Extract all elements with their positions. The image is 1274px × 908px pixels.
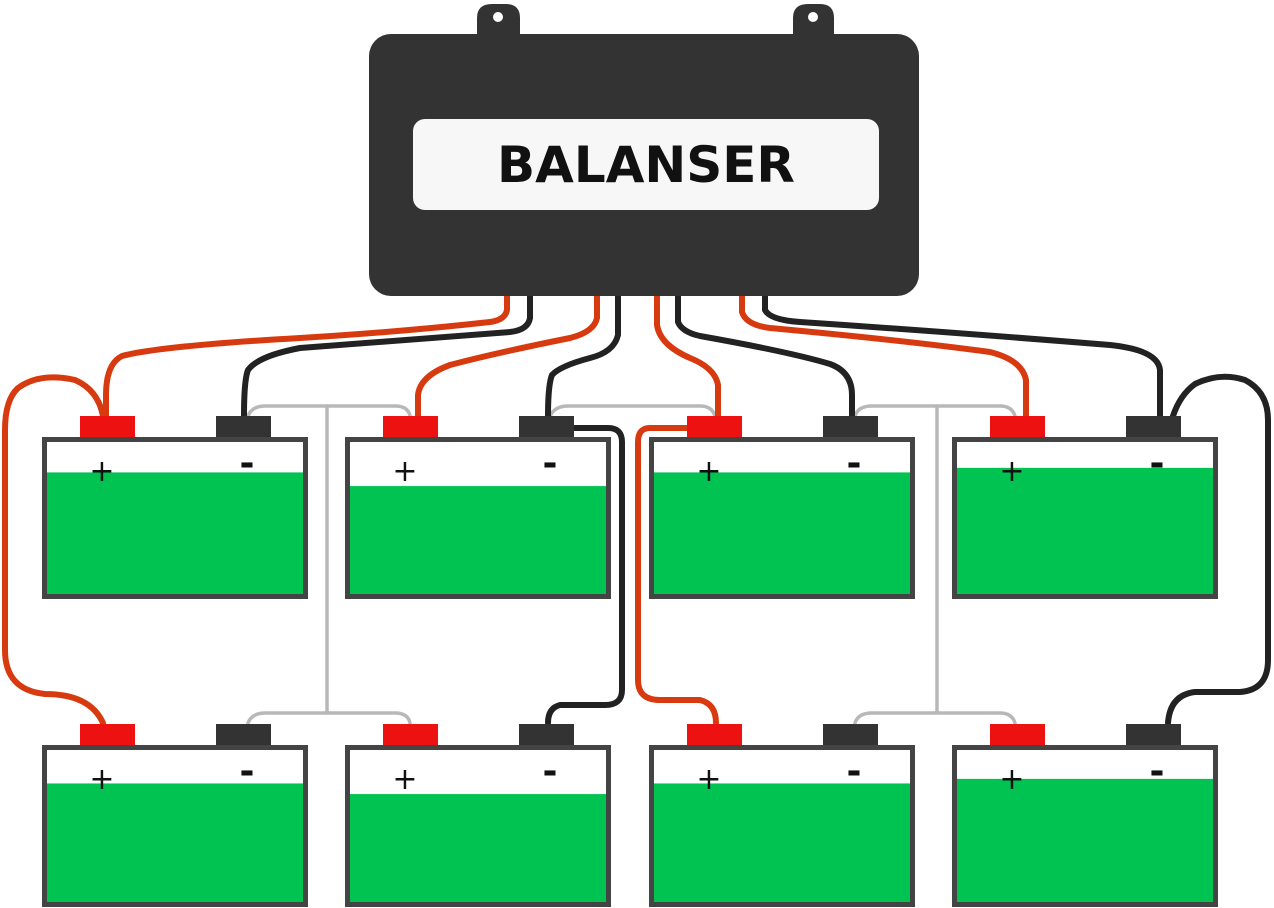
negative-terminal [519,724,574,746]
negative-terminal [519,416,574,438]
series-link-wire-4 [548,404,717,418]
positive-wire-1 [103,293,510,419]
series-link-wire-7 [853,711,1017,725]
battery-top-1: +- [42,416,308,599]
positive-sign: + [392,454,417,489]
series-link-wire-3 [246,711,412,725]
negative-sign: - [543,443,558,484]
battery-top-3: +- [649,416,915,599]
series-link-wire-1 [246,404,412,418]
negative-sign: - [1150,443,1165,484]
series-links [246,404,1017,725]
battery-charge-level [47,472,303,594]
battery-top-2: +- [345,416,611,599]
battery-top-4: +- [952,416,1218,599]
negative-terminal [216,724,271,746]
negative-terminal [216,416,271,438]
positive-terminal [990,416,1045,438]
negative-wire-2 [545,293,621,419]
positive-terminal [687,416,742,438]
balancer-label: BALANSER [497,136,795,194]
battery-bottom-4: +- [952,724,1218,907]
negative-sign: - [543,751,558,792]
negative-terminal [823,416,878,438]
positive-terminal [687,724,742,746]
battery-charge-level [654,783,910,902]
negative-wire-1 [241,293,533,419]
positive-sign: + [89,454,114,489]
negative-sign: - [847,443,862,484]
battery-bottom-1: +- [42,724,308,907]
battery-bottom-2: +- [345,724,611,907]
negative-wire-loop-right [1165,373,1271,726]
negative-terminal [823,724,878,746]
battery-charge-level [957,467,1213,594]
positive-sign: + [392,762,417,797]
positive-wire-2 [415,293,600,419]
positive-terminal [990,724,1045,746]
positive-wire-3 [654,293,721,419]
battery-charge-level [654,472,910,594]
balancer-label-plate [413,119,879,210]
battery-charge-level [350,794,606,902]
positive-terminal [383,416,438,438]
battery-bottom-3: +- [649,724,915,907]
battery-array: +-+-+-+-+-+-+-+- [42,416,1218,907]
negative-terminal [1126,416,1181,438]
battery-charge-level [350,486,606,594]
positive-wire-loop-left [2,374,106,726]
negative-wire-2-loop [545,425,625,726]
positive-terminal [80,724,135,746]
positive-sign: + [696,454,721,489]
positive-sign: + [89,762,114,797]
negative-sign: - [240,443,255,484]
mounting-hole-right [808,12,818,22]
positive-sign: + [696,762,721,797]
positive-sign: + [999,454,1024,489]
negative-terminal [1126,724,1181,746]
positive-sign: + [999,762,1024,797]
positive-terminal [383,724,438,746]
positive-wire-3-loop [635,425,719,726]
positive-terminal [80,416,135,438]
positive-wire-4 [739,293,1029,419]
balancer-module: BALANSER [369,4,919,296]
negative-sign: - [240,751,255,792]
battery-charge-level [47,783,303,902]
series-link-wire-5 [853,404,1017,418]
negative-wire-4 [762,293,1163,419]
balancer-wires [2,293,1271,726]
mounting-hole-left [493,12,503,22]
negative-wire-3 [675,293,855,419]
battery-charge-level [957,778,1213,902]
negative-sign: - [847,751,862,792]
negative-sign: - [1150,751,1165,792]
